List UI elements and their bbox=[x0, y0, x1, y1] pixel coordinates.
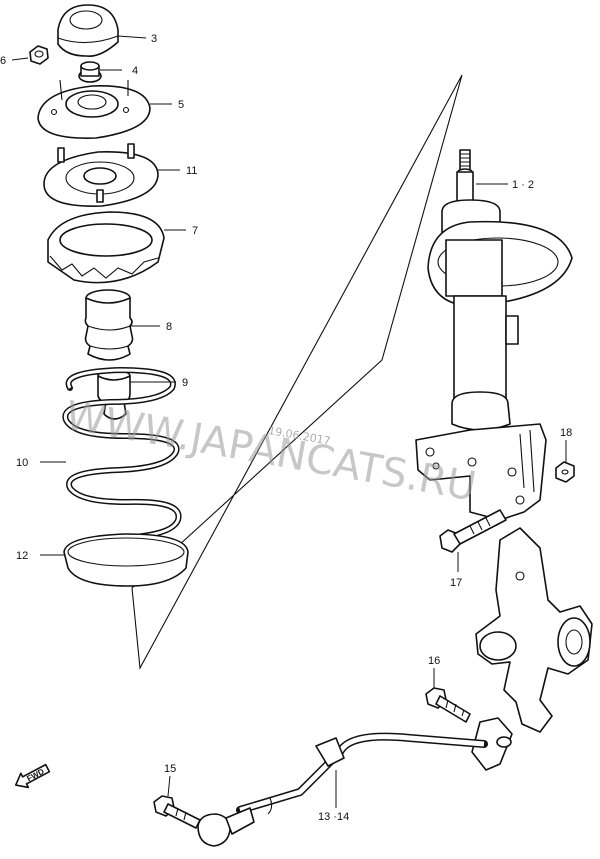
label-8: 8 bbox=[166, 321, 172, 333]
leader-lines bbox=[11, 35, 567, 808]
nut-18 bbox=[555, 461, 575, 483]
stabilizer-bar bbox=[197, 717, 513, 847]
mount-bracket bbox=[43, 143, 159, 207]
coil-spring bbox=[62, 367, 182, 555]
label-3: 3 bbox=[151, 33, 157, 45]
bump-stop-boot bbox=[84, 289, 134, 361]
spring-seat bbox=[47, 211, 165, 284]
strut-assembly bbox=[415, 149, 573, 521]
label-17: 17 bbox=[450, 577, 462, 589]
label-6: 6 bbox=[0, 55, 6, 67]
label-9: 9 bbox=[182, 377, 188, 389]
bearing bbox=[78, 61, 102, 83]
label-12: 12 bbox=[16, 550, 28, 562]
strut-mount-cap bbox=[57, 4, 119, 58]
label-5: 5 bbox=[178, 99, 184, 111]
part-labels: 3 6 4 5 11 7 8 9 10 12 1 · 2 18 17 16 15… bbox=[0, 33, 572, 823]
bolt-16 bbox=[425, 687, 471, 723]
bolt-17 bbox=[439, 509, 507, 553]
label-1-2: 1 · 2 bbox=[512, 179, 534, 191]
label-7: 7 bbox=[192, 225, 198, 237]
bolt-15 bbox=[153, 795, 201, 829]
label-11: 11 bbox=[186, 165, 197, 177]
nut bbox=[29, 45, 49, 65]
label-4: 4 bbox=[132, 65, 138, 77]
lower-spring-seat bbox=[63, 533, 189, 587]
label-16: 16 bbox=[428, 655, 440, 667]
fwd-arrow: FWD bbox=[14, 763, 51, 789]
label-13-14: 13 ·14 bbox=[318, 811, 349, 823]
label-15: 15 bbox=[164, 763, 176, 775]
guide-lines bbox=[131, 74, 463, 670]
upper-mount-plate bbox=[37, 79, 151, 139]
steering-knuckle bbox=[475, 527, 593, 733]
label-18: 18 bbox=[560, 427, 572, 439]
label-10: 10 bbox=[16, 457, 28, 469]
